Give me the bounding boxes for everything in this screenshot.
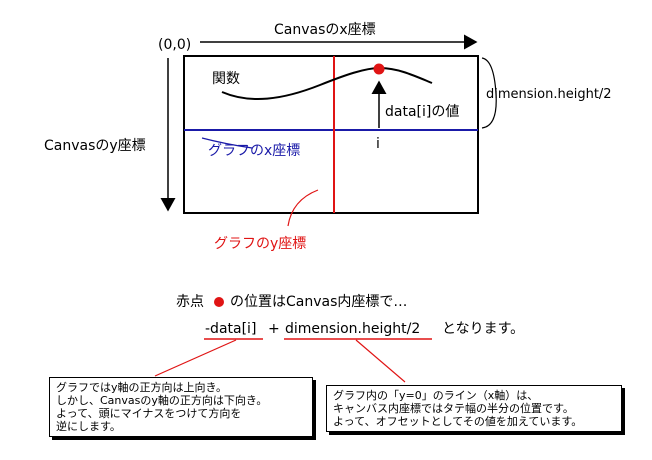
data-value-label: data[i]の値 [385,104,460,120]
formula-plus: + [268,321,280,337]
explanation-suffix: の位置はCanvas内座標で… [230,294,408,310]
canvas-y-label: Canvasのy座標 [44,138,146,154]
note-right-connector [355,339,406,383]
graph-y-callout [287,189,319,227]
formula-term2: dimension.height/2 [285,321,421,337]
explanation-prefix: 赤点 [176,294,204,310]
note-right-line: グラフ内の「y=0」のライン（x軸）は、 [333,389,539,402]
note-left-line: グラフではy軸の正方向は上向き。 [56,381,227,394]
function-label: 関数 [212,71,240,87]
note-left-line: よって、頭にマイナスをつけて方向を [56,407,242,420]
canvas-rect [183,55,479,214]
note-left-line: 逆にします。 [56,420,121,433]
note-right-line: キャンバス内座標ではタテ幅の半分の位置です。 [333,402,574,415]
index-i-label: i [376,136,380,152]
red-dot-icon [214,297,224,307]
dim-height-label: dimension.height/2 [486,87,612,102]
note-left-connector [154,339,237,377]
red-point [373,63,385,75]
note-left: グラフではy軸の正方向は上向き。 しかし、Canvasのy軸の正方向は下向き。 … [49,377,313,437]
note-right-line: よって、オフセットとしてその値を加えています。 [333,415,583,428]
note-left-line: しかし、Canvasのy軸の正方向は下向き。 [56,394,268,407]
dim-height-brace [481,57,497,129]
canvas-x-label: Canvasのx座標 [274,22,376,38]
formula-tail: となります。 [442,321,525,337]
function-curve [221,66,433,100]
graph-x-callout [201,137,253,149]
note-right: グラフ内の「y=0」のライン（x軸）は、 キャンバス内座標ではタテ幅の半分の位置… [326,385,622,432]
graph-x-label: グラフのx座標 [208,143,301,159]
formula-term1: -data[i] [205,321,257,337]
graph-y-label: グラフのy座標 [214,236,307,252]
origin-label: (0,0) [158,37,192,53]
